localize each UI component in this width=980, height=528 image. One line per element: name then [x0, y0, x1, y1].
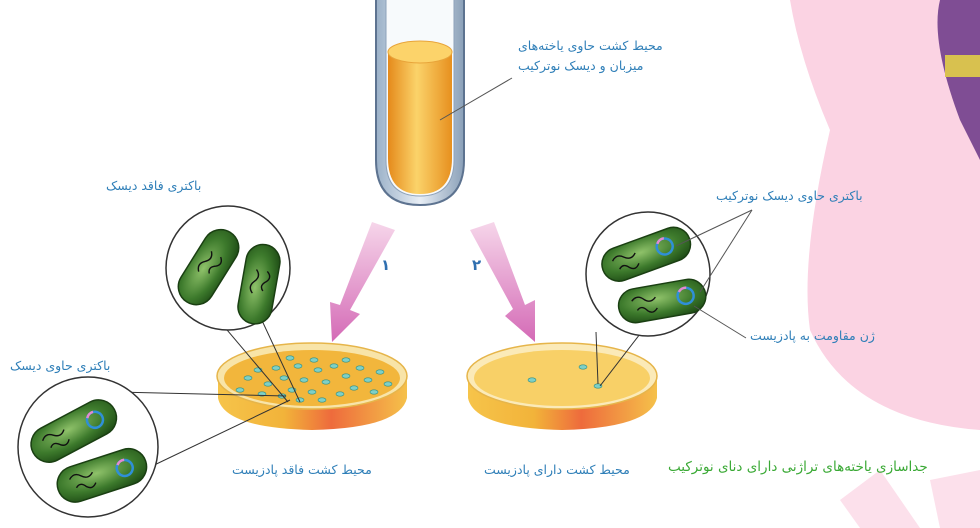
petri-dish-no-antibiotic [217, 343, 407, 430]
arrow-step-1 [330, 222, 395, 342]
test-tube [376, 0, 464, 205]
label-resistance-gene: ژن مقاومت به پادزیست [750, 328, 875, 343]
label-medium-no-antibiotic: محیط کشت فاقد پادزیست [232, 462, 372, 477]
label-bacteria-no-disk: باکتری فاقد دیسک [106, 178, 201, 193]
label-bacteria-recombinant-disk: باکتری حاوی دیسک نوترکیب [716, 188, 863, 203]
label-bacteria-with-disk: باکتری حاوی دیسک [10, 358, 110, 373]
label-medium-with-antibiotic: محیط کشت دارای پادزیست [484, 462, 630, 477]
resistance-gene-pointer [694, 306, 746, 338]
petri-dish-with-antibiotic [467, 343, 657, 430]
background-decoration [790, 0, 980, 528]
tube-label-line1: محیط کشت حاوی یاخته‌های [518, 38, 663, 53]
tube-label-line2: میزبان و دیسک نوترکیب [518, 58, 643, 73]
step-number-2: ۲ [472, 256, 481, 274]
caption: جداسازی یاخته‌های تراژنی دارای دنای نوتر… [668, 459, 928, 475]
step-number-1: ۱ [381, 256, 390, 274]
arrow-step-2 [470, 222, 535, 342]
